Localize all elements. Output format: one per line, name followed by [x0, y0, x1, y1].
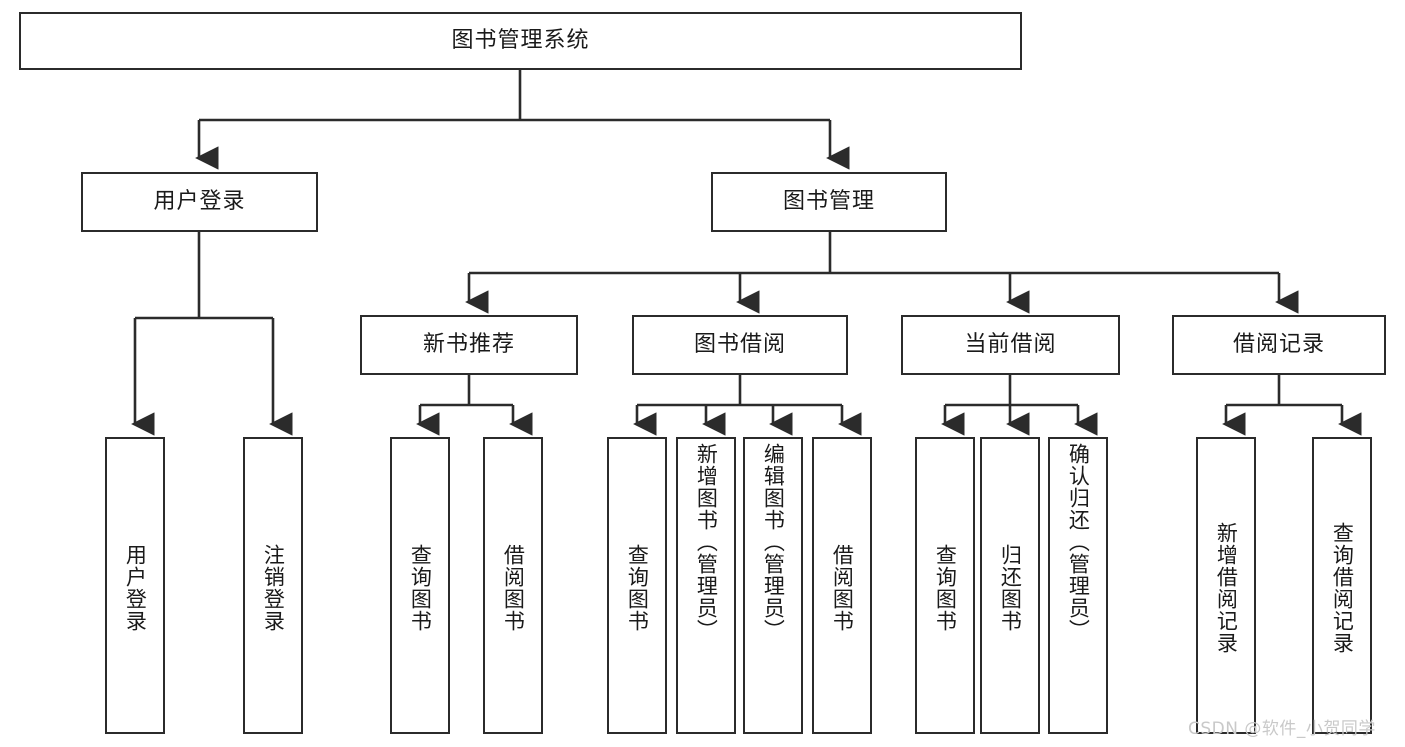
node-label: 图书管理	[782, 189, 875, 214]
node-label: 借阅图书	[830, 543, 855, 632]
node-label: 查询图书	[408, 543, 433, 632]
node-book-management[interactable]: 图书管理	[711, 172, 947, 232]
node-label: 借阅记录	[1232, 332, 1325, 357]
node-label: 查询图书	[933, 543, 958, 632]
node-label: 图书管理系统	[451, 28, 590, 53]
node-label: 用户登录	[153, 189, 246, 214]
node-label: 归还图书	[998, 543, 1023, 632]
node-leaf-return-book[interactable]: 归还图书	[980, 437, 1040, 734]
node-leaf-add-book-admin[interactable]: 新增图书（管理员）	[676, 437, 736, 734]
node-label: 查询图书	[625, 543, 650, 632]
node-leaf-logout[interactable]: 注销登录	[243, 437, 303, 734]
node-user-login[interactable]: 用户登录	[81, 172, 318, 232]
node-leaf-query-book-recommend[interactable]: 查询图书	[390, 437, 450, 734]
node-leaf-query-book-borrow[interactable]: 查询图书	[607, 437, 667, 734]
node-label: 新增图书（管理员）	[694, 443, 719, 641]
node-leaf-query-borrow-record[interactable]: 查询借阅记录	[1312, 437, 1372, 734]
node-leaf-borrow-book-recommend[interactable]: 借阅图书	[483, 437, 543, 734]
node-book-borrow[interactable]: 图书借阅	[632, 315, 848, 375]
node-label: 编辑图书（管理员）	[761, 443, 786, 641]
node-leaf-borrow-book[interactable]: 借阅图书	[812, 437, 872, 734]
node-label: 注销登录	[261, 543, 286, 632]
node-leaf-user-login[interactable]: 用户登录	[105, 437, 165, 734]
node-label: 查询借阅记录	[1330, 521, 1355, 654]
node-label: 图书借阅	[693, 332, 786, 357]
node-leaf-add-borrow-record[interactable]: 新增借阅记录	[1196, 437, 1256, 734]
node-label: 确认归还（管理员）	[1066, 443, 1091, 641]
node-label: 借阅图书	[501, 543, 526, 632]
node-current-borrow[interactable]: 当前借阅	[901, 315, 1120, 375]
node-label: 用户登录	[123, 543, 148, 632]
node-borrow-record[interactable]: 借阅记录	[1172, 315, 1386, 375]
node-leaf-confirm-return-admin[interactable]: 确认归还（管理员）	[1048, 437, 1108, 734]
node-new-book-recommend[interactable]: 新书推荐	[360, 315, 578, 375]
node-label: 当前借阅	[964, 332, 1057, 357]
node-label: 新增借阅记录	[1214, 521, 1239, 654]
node-label: 新书推荐	[422, 332, 515, 357]
watermark-text: CSDN @软件_小贺同学	[1188, 719, 1376, 739]
node-leaf-query-book-current[interactable]: 查询图书	[915, 437, 975, 734]
node-leaf-edit-book-admin[interactable]: 编辑图书（管理员）	[743, 437, 803, 734]
node-root-book-management-system[interactable]: 图书管理系统	[19, 12, 1022, 70]
